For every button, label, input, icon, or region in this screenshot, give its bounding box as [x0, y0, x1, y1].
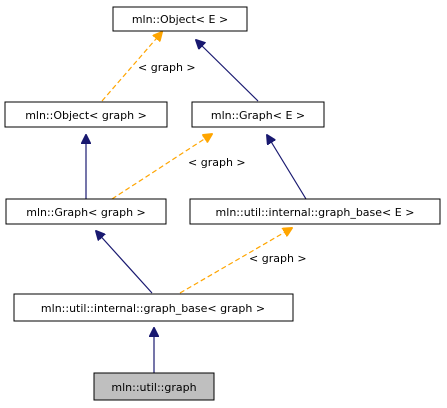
edge-graph-base-graph-to-graph-graph	[96, 231, 153, 294]
node-util-graph[interactable]: mln::util::graph	[93, 372, 215, 401]
edges	[86, 32, 307, 373]
node-label: mln::Object< E >	[132, 13, 228, 26]
node-graph-e[interactable]: mln::Graph< E >	[191, 101, 325, 128]
edge-label-object: < graph >	[138, 61, 196, 74]
node-graph-base-graph[interactable]: mln::util::internal::graph_base< graph >	[13, 293, 294, 322]
edge-graph-e-to-object-e	[196, 40, 259, 102]
edge-graph-graph-to-graph-e	[111, 134, 212, 200]
node-label: mln::util::internal::graph_base< E >	[216, 206, 415, 219]
edge-graph-base-graph-to-graph-base-e	[179, 228, 292, 294]
node-label: mln::Graph< graph >	[26, 206, 146, 219]
edge-label-graph: < graph >	[188, 156, 246, 169]
node-label: mln::util::internal::graph_base< graph >	[41, 302, 265, 315]
node-label: mln::Object< graph >	[25, 109, 147, 122]
node-object-e[interactable]: mln::Object< E >	[112, 6, 248, 32]
edge-object-graph-to-object-e	[101, 32, 162, 102]
edge-graph-base-e-to-graph-e	[267, 135, 307, 200]
node-graph-base-e[interactable]: mln::util::internal::graph_base< E >	[189, 198, 441, 225]
node-graph-graph[interactable]: mln::Graph< graph >	[5, 198, 167, 225]
node-label: mln::util::graph	[111, 381, 196, 394]
edge-label-graph-base: < graph >	[249, 252, 307, 265]
node-object-graph[interactable]: mln::Object< graph >	[4, 101, 168, 128]
node-label: mln::Graph< E >	[211, 109, 305, 122]
edge-labels: < graph > < graph > < graph >	[138, 61, 307, 265]
